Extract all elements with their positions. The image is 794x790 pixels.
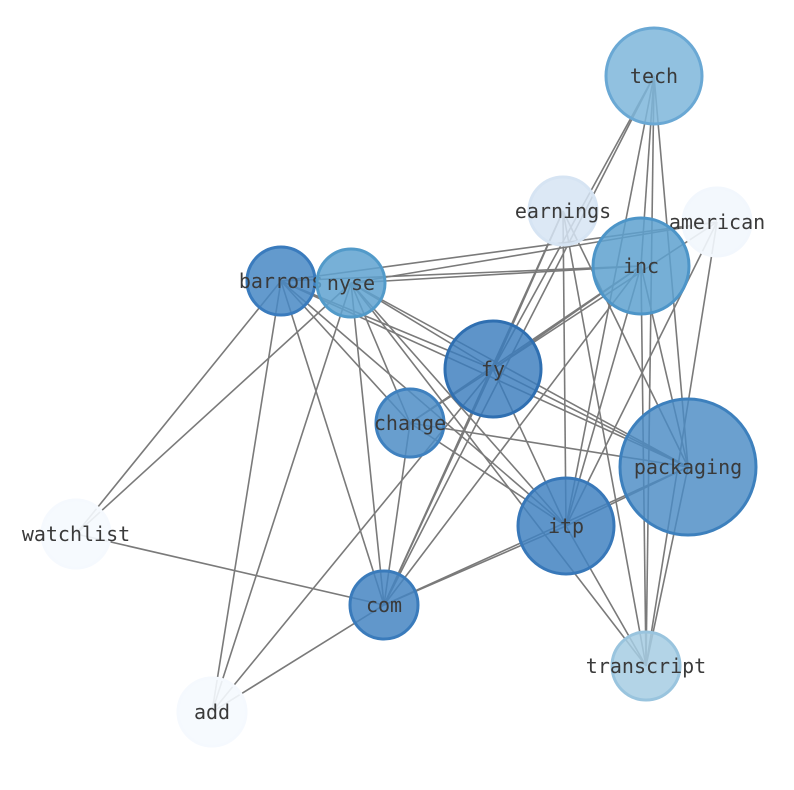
node-nyse[interactable]: nyse <box>315 247 387 319</box>
node-circle-fy[interactable] <box>443 319 543 419</box>
node-label-watchlist: watchlist <box>22 522 130 546</box>
node-circle-watchlist[interactable] <box>40 498 112 570</box>
node-label-transcript: transcript <box>586 654 706 678</box>
node-add[interactable]: add <box>176 676 248 748</box>
edge-tech-transcript <box>645 75 655 667</box>
node-circle-itp[interactable] <box>516 476 616 576</box>
node-label-earnings: earnings <box>515 199 611 223</box>
node-tech[interactable]: tech <box>604 26 704 126</box>
node-circle-packaging[interactable] <box>618 397 758 537</box>
edge-com-watchlist <box>75 533 385 606</box>
edge-nyse-watchlist <box>75 282 352 535</box>
edge-earnings-transcript <box>562 210 647 667</box>
node-circle-transcript[interactable] <box>610 630 682 702</box>
edge-american-itp <box>565 221 718 527</box>
node-label-packaging: packaging <box>634 455 742 479</box>
edge-nyse-add <box>211 282 352 713</box>
node-barrons[interactable]: barrons <box>239 245 323 317</box>
node-american[interactable]: american <box>669 186 765 258</box>
node-circle-tech[interactable] <box>604 26 704 126</box>
node-circle-barrons[interactable] <box>245 245 317 317</box>
node-label-barrons: barrons <box>239 269 323 293</box>
node-watchlist[interactable]: watchlist <box>22 498 130 570</box>
node-label-com: com <box>366 593 402 617</box>
node-earnings[interactable]: earnings <box>515 175 611 247</box>
node-label-itp: itp <box>548 514 584 538</box>
node-label-american: american <box>669 210 765 234</box>
node-packaging[interactable]: packaging <box>618 397 758 537</box>
edge-barrons-com <box>280 280 385 606</box>
node-itp[interactable]: itp <box>516 476 616 576</box>
node-circle-change[interactable] <box>374 387 446 459</box>
edge-nyse-com <box>350 282 385 606</box>
edge-barrons-add <box>211 280 282 713</box>
node-transcript[interactable]: transcript <box>586 630 706 702</box>
node-label-fy: fy <box>481 357 505 381</box>
edge-inc-com <box>383 265 642 606</box>
node-circle-nyse[interactable] <box>315 247 387 319</box>
node-com[interactable]: com <box>348 569 420 641</box>
node-label-change: change <box>374 411 446 435</box>
node-label-inc: inc <box>623 254 659 278</box>
edge-nyse-transcript <box>350 282 647 667</box>
node-fy[interactable]: fy <box>443 319 543 419</box>
edge-earnings-itp <box>562 210 567 527</box>
edge-nyse-itp <box>350 282 567 527</box>
node-label-add: add <box>194 700 230 724</box>
node-circle-com[interactable] <box>348 569 420 641</box>
node-circle-add[interactable] <box>176 676 248 748</box>
edge-fy-add <box>211 368 494 713</box>
node-circle-american[interactable] <box>681 186 753 258</box>
node-circle-earnings[interactable] <box>527 175 599 247</box>
node-label-tech: tech <box>630 64 678 88</box>
node-label-nyse: nyse <box>327 271 375 295</box>
node-inc[interactable]: inc <box>591 216 691 316</box>
node-change[interactable]: change <box>374 387 446 459</box>
edge-barrons-watchlist <box>75 280 282 535</box>
node-circle-inc[interactable] <box>591 216 691 316</box>
